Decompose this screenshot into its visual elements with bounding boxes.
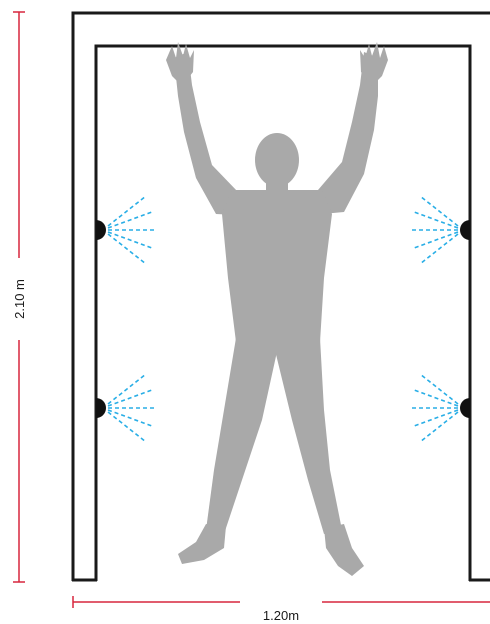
- height-label: 2.10 m: [12, 279, 27, 319]
- spray-lower-left: [107, 373, 154, 443]
- figure-right-arm: [318, 52, 378, 214]
- spray-upper-right: [412, 195, 459, 265]
- spray-upper-left: [107, 195, 154, 265]
- frame-inner: [94, 44, 472, 581]
- figure-torso: [222, 190, 332, 342]
- frame-outer-left: [71, 11, 490, 581]
- nozzles: [96, 220, 470, 418]
- spray-nozzle-icon: [96, 220, 106, 240]
- width-dimension: 1.20m: [72, 596, 490, 623]
- figure-left-arm: [174, 52, 238, 215]
- figure-left-foot: [178, 524, 226, 564]
- width-label: 1.20m: [263, 608, 299, 623]
- figure-left-leg: [206, 338, 280, 534]
- spray-nozzle-icon: [460, 398, 470, 418]
- spray-jets: [107, 195, 459, 443]
- height-dimension: 2.10 m: [12, 11, 27, 583]
- person-silhouette-icon: [166, 42, 388, 576]
- spray-nozzle-icon: [96, 398, 106, 418]
- figure-head: [255, 133, 299, 187]
- booth-frame: [71, 11, 490, 582]
- spray-nozzle-icon: [460, 220, 470, 240]
- spray-lower-right: [412, 373, 459, 443]
- figure-right-hand: [360, 42, 388, 86]
- figure-right-leg: [272, 338, 342, 534]
- figure-right-foot: [324, 524, 364, 576]
- figure-left-hand: [166, 42, 194, 86]
